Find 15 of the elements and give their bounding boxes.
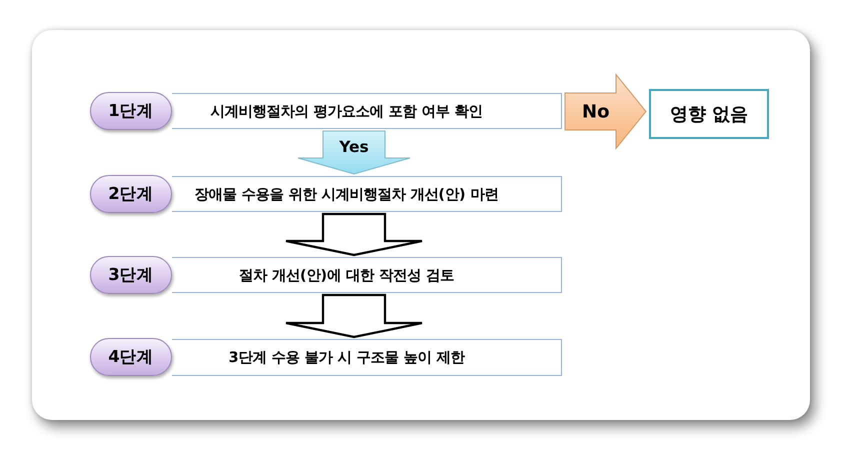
process-box: 절차 개선(안)에 대한 작전성 검토 [172,257,562,293]
edge-label: Yes [339,138,369,156]
block-arrow [284,212,424,256]
process-box: 장애물 수용을 위한 시계비행절차 개선(안) 마련 [172,176,562,212]
step-pill: 2단계 [90,175,172,213]
process-box: 시계비행절차의 평가요소에 포함 여부 확인 [172,93,562,129]
step-pill: 3단계 [90,256,172,294]
step-pill: 1단계 [90,92,172,130]
block-arrow [298,130,410,175]
process-box: 3단계 수용 불가 시 구조물 높이 제한 [172,339,562,376]
step-pill: 4단계 [90,338,172,376]
block-arrow [284,294,424,338]
block-arrow [564,73,647,150]
edge-label: No [582,101,610,122]
result-box: 영향 없음 [649,89,769,139]
